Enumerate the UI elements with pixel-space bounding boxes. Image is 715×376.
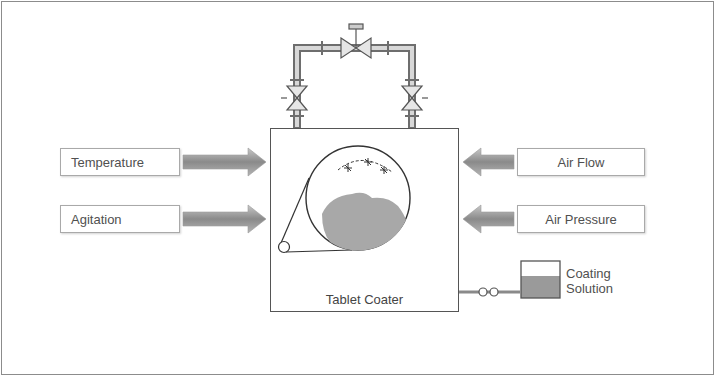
coater-housing: Tablet Coater (270, 128, 459, 312)
input-arrow (463, 148, 514, 176)
node-label: Tablet Coater (271, 292, 458, 307)
coating-drum (279, 146, 411, 253)
input-arrow (183, 148, 266, 176)
solution-tank: Coating Solution (520, 260, 634, 300)
input-box: Air Flow (517, 148, 645, 176)
input-arrow (183, 205, 266, 233)
input-box: Temperature (60, 148, 180, 176)
valve-symbol (402, 86, 428, 110)
tank-symbol (520, 260, 562, 300)
input-box: Air Pressure (517, 205, 645, 233)
node-label: Air Pressure (545, 212, 617, 227)
pump-symbol (479, 288, 498, 296)
pipe-network (290, 41, 419, 128)
valve-symbol (281, 86, 307, 110)
node-label: Temperature (71, 155, 144, 170)
input-arrow (463, 205, 514, 233)
input-box: Agitation (60, 205, 180, 233)
node-label: Air Flow (558, 155, 605, 170)
node-label: Agitation (71, 212, 122, 227)
valve-symbol (341, 24, 371, 58)
node-label: Coating Solution (566, 266, 630, 296)
